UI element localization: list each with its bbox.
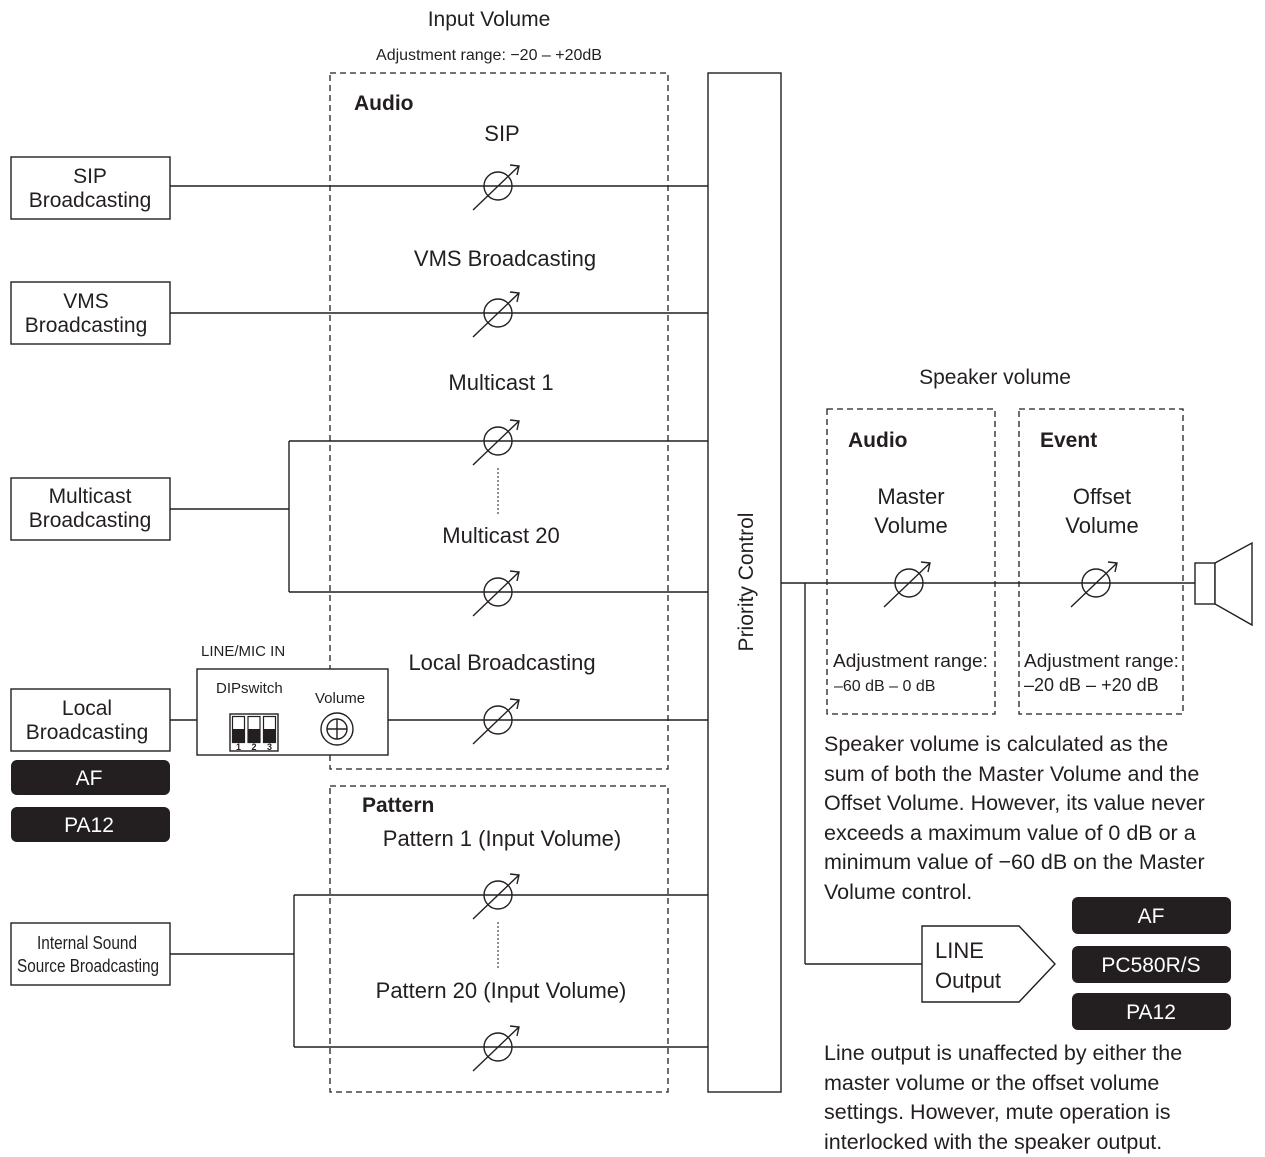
speaker-note-line: minimum value of −60 dB on the Master [824, 848, 1260, 878]
source-local: Local Broadcasting [11, 689, 170, 751]
speaker-icon [1195, 543, 1252, 625]
master-range-value: –60 dB – 0 dB [834, 678, 935, 695]
source-vms: VMS Broadcasting [11, 282, 170, 344]
source-multicast-line2: Broadcasting [29, 509, 152, 532]
master-range-label: Adjustment range: [833, 651, 988, 671]
multicast1-volume-knob-icon [473, 420, 519, 465]
diagram-subtitle: Adjustment range: −20 – +20dB [376, 47, 602, 64]
master-volume-knob-icon [884, 562, 930, 607]
master-volume-label-line1: Master [877, 484, 944, 509]
offset-range-label: Adjustment range: [1024, 651, 1179, 671]
volume-label: Volume [315, 690, 365, 707]
speaker-note-line: exceeds a maximum value of 0 dB or a [824, 819, 1260, 849]
line-output-label-line2: Output [935, 968, 1001, 993]
signal-lines [170, 186, 1195, 1047]
speaker-note-line: Offset Volume. However, its value never [824, 789, 1260, 819]
source-sip-line2: Broadcasting [29, 189, 152, 212]
source-sip-line1: SIP [73, 165, 107, 188]
channel-sip-label: SIP [484, 121, 519, 146]
line-tag-pa12-label: PA12 [1126, 1001, 1176, 1024]
local-tag-pa12: PA12 [11, 807, 170, 842]
channel-pattern1-label: Pattern 1 (Input Volume) [383, 826, 621, 851]
speaker-volume-note: Speaker volume is calculated as the sum … [824, 730, 1260, 907]
line-note-line: settings. However, mute operation is [824, 1098, 1260, 1128]
dip-switch-icon: 1 2 3 [230, 714, 278, 752]
line-note-line: Line output is unaffected by either the [824, 1039, 1260, 1069]
line-output-label-line1: LINE [935, 938, 984, 963]
channel-multicast20-label: Multicast 20 [442, 523, 559, 548]
channel-local-label: Local Broadcasting [408, 650, 595, 675]
pattern1-volume-knob-icon [473, 874, 519, 919]
line-tag-af-label: AF [1138, 905, 1165, 928]
diagram-title: Input Volume [428, 8, 551, 31]
source-sip: SIP Broadcasting [11, 157, 170, 219]
offset-group-title: Event [1040, 429, 1097, 452]
speaker-volume-title: Speaker volume [919, 366, 1071, 389]
pattern20-volume-knob-icon [473, 1026, 519, 1071]
line-tag-pc580: PC580R/S [1072, 946, 1231, 983]
source-local-line1: Local [62, 697, 112, 720]
offset-volume-knob-icon [1071, 562, 1117, 607]
dip-number-2: 2 [251, 742, 256, 752]
sip-volume-knob-icon [473, 165, 519, 210]
priority-control-label: Priority Control [735, 513, 758, 652]
line-output-note: Line output is unaffected by either the … [824, 1039, 1260, 1157]
dip-number-1: 1 [236, 742, 241, 752]
local-tag-af: AF [11, 760, 170, 795]
source-vms-line2: Broadcasting [25, 314, 148, 337]
audio-group-title: Audio [354, 92, 413, 115]
local-tag-af-label: AF [76, 767, 103, 790]
source-local-line2: Broadcasting [26, 721, 149, 744]
source-internal-line2: Source Broadcasting [17, 956, 159, 976]
speaker-note-line: Speaker volume is calculated as the [824, 730, 1260, 760]
source-multicast: Multicast Broadcasting [11, 478, 170, 540]
speaker-note-line: Volume control. [824, 878, 1260, 908]
line-note-line: master volume or the offset volume [824, 1069, 1260, 1099]
volume-trimmer-icon [321, 713, 353, 745]
line-tag-pa12: PA12 [1072, 993, 1231, 1030]
source-multicast-line1: Multicast [49, 485, 132, 508]
master-volume-label-line2: Volume [874, 513, 947, 538]
dip-number-3: 3 [267, 742, 272, 752]
source-internal-line1: Internal Sound [37, 933, 137, 953]
local-tag-pa12-label: PA12 [64, 814, 114, 837]
channel-vms-label: VMS Broadcasting [414, 246, 596, 271]
vms-volume-knob-icon [473, 292, 519, 337]
dip-switch-label: DIPswitch [216, 680, 283, 697]
local-volume-knob-icon [473, 699, 519, 744]
speaker-note-line: sum of both the Master Volume and the [824, 760, 1260, 790]
source-internal: Internal Sound Source Broadcasting [11, 923, 170, 985]
line-tag-pc580-label: PC580R/S [1101, 954, 1200, 977]
offset-volume-label-line2: Volume [1065, 513, 1138, 538]
pattern-group-title: Pattern [362, 794, 434, 817]
offset-volume-label-line1: Offset [1073, 484, 1131, 509]
source-vms-line1: VMS [63, 290, 109, 313]
channel-multicast1-label: Multicast 1 [448, 370, 553, 395]
master-group-title: Audio [848, 429, 907, 452]
offset-range-value: –20 dB – +20 dB [1024, 675, 1159, 695]
line-mic-title: LINE/MIC IN [201, 643, 285, 660]
multicast20-volume-knob-icon [473, 571, 519, 616]
channel-pattern20-label: Pattern 20 (Input Volume) [376, 978, 627, 1003]
